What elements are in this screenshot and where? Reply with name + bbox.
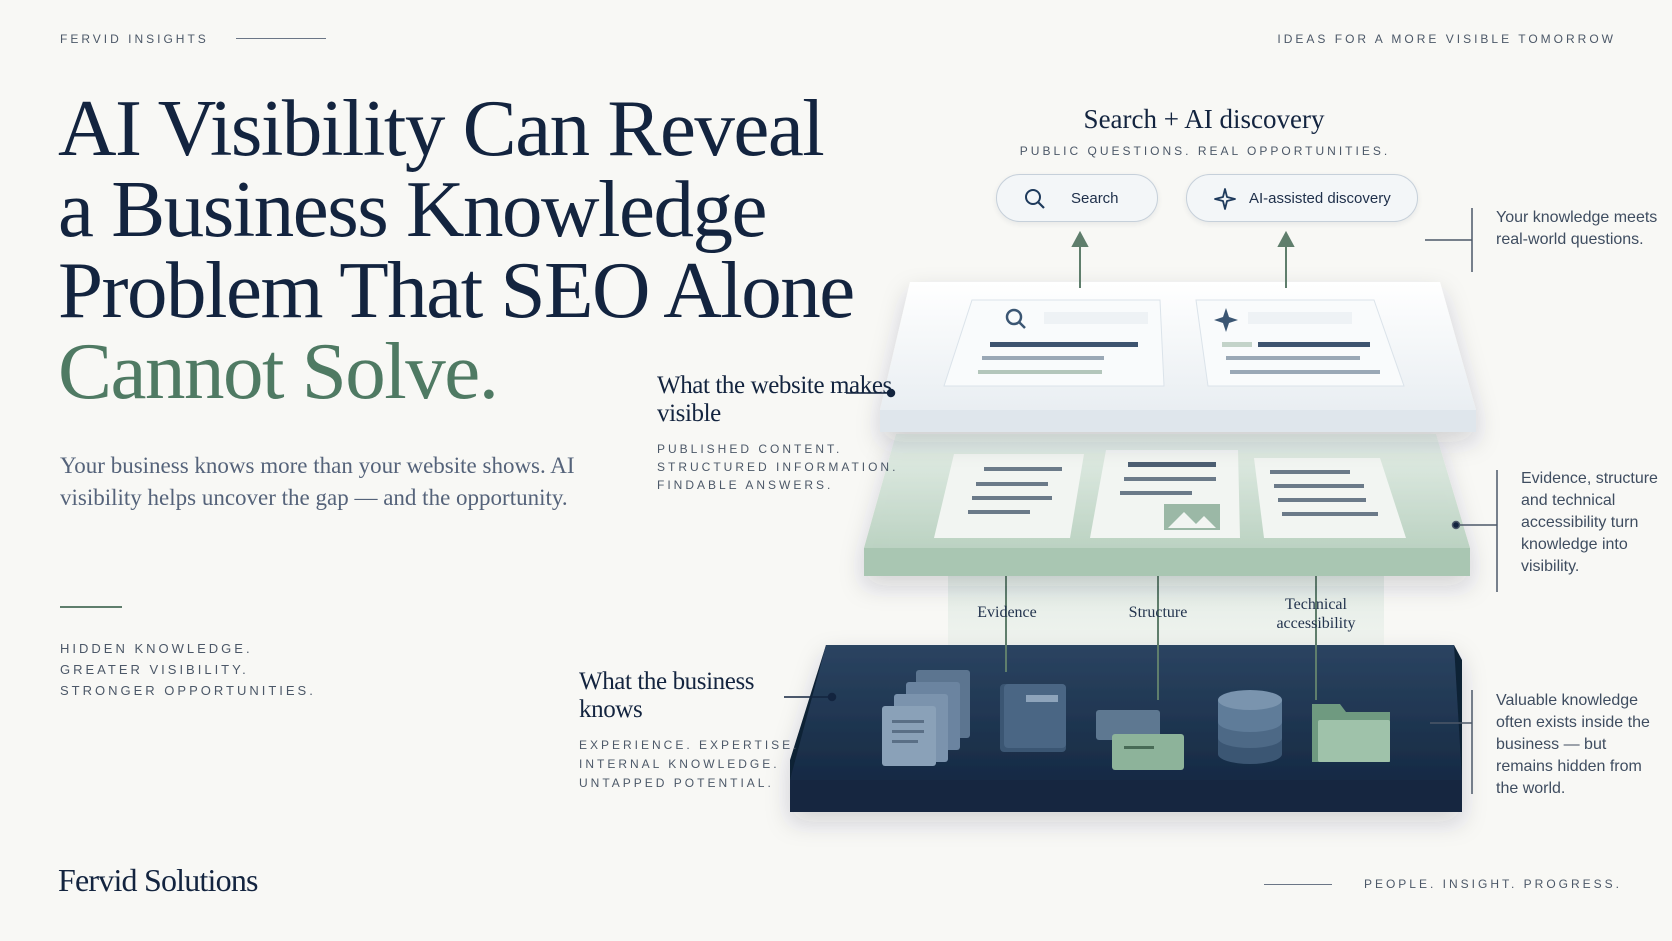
website-layer-title: What the website makes visible <box>657 372 892 427</box>
ai-pill-label: AI-assisted discovery <box>1249 189 1391 207</box>
title-line-4: Cannot Solve. <box>58 326 499 416</box>
title-line-2: a Business Knowledge <box>58 164 767 254</box>
business-layer-line: UNTAPPED POTENTIAL. <box>579 776 774 790</box>
note-top: Your knowledge meets real-world question… <box>1496 209 1658 248</box>
sparkle-icon <box>1214 188 1236 210</box>
intro-paragraph: Your business knows more than your websi… <box>60 453 575 510</box>
website-layer-line: PUBLISHED CONTENT. <box>657 442 843 456</box>
business-pointer <box>784 692 837 702</box>
note-middle: Evidence, structure and technical access… <box>1521 470 1658 575</box>
discovery-title: Search + AI discovery <box>1083 104 1325 134</box>
ai-result-card <box>1195 299 1405 387</box>
middle-list-card <box>1254 458 1406 538</box>
business-layer-line: EXPERIENCE. EXPERTISE. <box>579 738 800 752</box>
business-layer-lines: EXPERIENCE. EXPERTISE. INTERNAL KNOWLEDG… <box>579 736 800 793</box>
cards-icon <box>1096 710 1184 770</box>
website-layer-line: STRUCTURED INFORMATION. <box>657 460 899 474</box>
database-icon <box>1218 690 1282 764</box>
search-arrow <box>1071 230 1089 288</box>
business-layer-title: What the business knows <box>579 668 755 723</box>
header-tagline: IDEAS FOR A MORE VISIBLE TOMORROW <box>1277 32 1616 46</box>
pillar-item: HIDDEN KNOWLEDGE. <box>60 641 253 656</box>
website-pointer <box>846 388 896 398</box>
folder-icon <box>1312 704 1390 762</box>
pillar-item: STRONGER OPPORTUNITIES. <box>60 683 316 698</box>
technical-label: Technical accessibility <box>1276 596 1356 632</box>
search-result-card <box>943 299 1165 387</box>
search-pill[interactable]: Search <box>996 174 1158 222</box>
pillars-list: HIDDEN KNOWLEDGE. GREATER VISIBILITY. ST… <box>60 638 316 701</box>
note-bottom: Valuable knowledge often exists inside t… <box>1496 692 1650 797</box>
footer-divider <box>1264 884 1332 885</box>
website-layer-line: FINDABLE ANSWERS. <box>657 478 834 492</box>
structure-label: Structure <box>1128 604 1188 621</box>
evidence-label: Evidence <box>977 604 1037 621</box>
title-line-3: Problem That SEO Alone <box>58 245 855 335</box>
brand-divider <box>236 38 326 39</box>
document-stack-icon <box>882 670 970 766</box>
ai-discovery-arrow <box>1277 230 1295 288</box>
search-icon <box>1025 189 1045 209</box>
title-line-1: AI Visibility Can Reveal <box>58 83 825 173</box>
pillar-item: GREATER VISIBILITY. <box>60 662 249 677</box>
ai-discovery-pill[interactable]: AI-assisted discovery <box>1186 174 1418 222</box>
business-layer-line: INTERNAL KNOWLEDGE. <box>579 757 780 771</box>
search-pill-label: Search <box>1071 189 1119 207</box>
footer-tagline: PEOPLE. INSIGHT. PROGRESS. <box>1363 877 1622 891</box>
brand-name: FERVID INSIGHTS <box>60 32 209 46</box>
website-layer-lines: PUBLISHED CONTENT. STRUCTURED INFORMATIO… <box>657 440 898 494</box>
footer-logo: Fervid Solutions <box>58 862 258 898</box>
middle-document-card <box>934 454 1084 538</box>
middle-structured-card <box>1090 450 1240 538</box>
discovery-subtitle: PUBLIC QUESTIONS. REAL OPPORTUNITIES. <box>1019 144 1391 158</box>
page-title: AI Visibility Can Reveal a Business Know… <box>58 88 888 412</box>
book-icon <box>1000 684 1066 752</box>
note-bottom-bracket <box>1430 690 1473 794</box>
note-top-bracket <box>1425 208 1473 272</box>
intro-divider <box>60 606 122 608</box>
note-mid-bracket <box>1451 470 1498 592</box>
